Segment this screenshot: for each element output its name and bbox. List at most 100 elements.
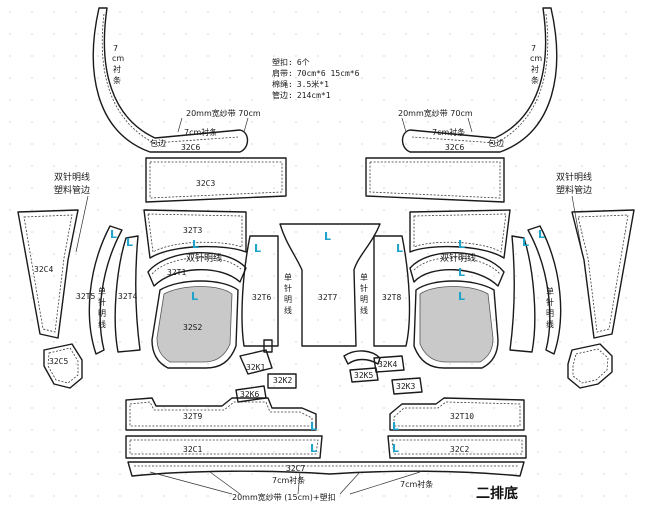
grid-dot bbox=[581, 385, 583, 387]
grid-dot bbox=[141, 363, 143, 365]
grid-dot bbox=[53, 451, 55, 453]
grid-dot bbox=[537, 99, 539, 101]
grid-dot bbox=[119, 253, 121, 255]
grid-dot bbox=[361, 473, 363, 475]
grid-dot bbox=[53, 55, 55, 57]
grid-dot bbox=[581, 495, 583, 497]
single-v3b: 明 bbox=[360, 295, 368, 304]
grid-dot bbox=[97, 209, 99, 211]
double-stitch-t1r: 双针明线 bbox=[440, 252, 476, 264]
grid-dot bbox=[31, 385, 33, 387]
grid-dot bbox=[449, 187, 451, 189]
grid-dot bbox=[493, 11, 495, 13]
piece-32T8: 32T8 L 单 针 明 线 bbox=[360, 235, 411, 347]
L-t5: L bbox=[110, 228, 117, 241]
single-stitch-far-right: 单 针 明 线 bbox=[546, 286, 554, 329]
grid-dot bbox=[405, 451, 407, 453]
grid-dot bbox=[405, 363, 407, 365]
svg-text:针: 针 bbox=[546, 297, 554, 307]
svg-text:线: 线 bbox=[98, 319, 106, 329]
grid-dot bbox=[515, 55, 517, 57]
grid-dot bbox=[53, 33, 55, 35]
grid-dot bbox=[559, 165, 561, 167]
grid-dot bbox=[75, 385, 77, 387]
grid-dot bbox=[163, 33, 165, 35]
piece-32C3-left: 32C3 bbox=[145, 157, 287, 203]
grid-dot bbox=[493, 495, 495, 497]
L-t1r: L bbox=[458, 266, 465, 279]
grid-dot bbox=[625, 11, 627, 13]
grid-dot bbox=[603, 143, 605, 145]
grid-dot bbox=[97, 341, 99, 343]
grid-dot bbox=[31, 253, 33, 255]
grid-dot bbox=[537, 275, 539, 277]
lining-v1: 7 bbox=[113, 44, 118, 53]
grid-dot bbox=[537, 451, 539, 453]
piece-32T9: 32T9 L bbox=[125, 397, 317, 433]
grid-dot bbox=[515, 407, 517, 409]
grid-dot bbox=[9, 121, 11, 123]
grid-dot bbox=[405, 297, 407, 299]
svg-text:单: 单 bbox=[284, 272, 292, 282]
grid-dot bbox=[559, 33, 561, 35]
grid-dot bbox=[9, 77, 11, 79]
grid-dot bbox=[471, 33, 473, 35]
grid-dot bbox=[185, 11, 187, 13]
grid-dot bbox=[251, 55, 253, 57]
label-32K3-a: 32K3 bbox=[396, 382, 415, 391]
svg-text:明: 明 bbox=[98, 309, 106, 318]
grid-dot bbox=[581, 407, 583, 409]
grid-dot bbox=[317, 165, 319, 167]
svg-text:cm: cm bbox=[530, 54, 542, 63]
grid-dot bbox=[625, 165, 627, 167]
grid-dot bbox=[405, 143, 407, 145]
grid-dot bbox=[339, 11, 341, 13]
label-32T6: 32T6 bbox=[252, 293, 271, 302]
lining-label-left: 7cm衬条 bbox=[184, 127, 217, 137]
svg-text:7: 7 bbox=[113, 44, 118, 53]
label-32T4: 32T4 bbox=[118, 292, 137, 301]
grid-dot bbox=[75, 55, 77, 57]
grid-dot bbox=[53, 143, 55, 145]
svg-text:衬: 衬 bbox=[531, 64, 539, 74]
grid-dot bbox=[493, 143, 495, 145]
grid-dot bbox=[383, 209, 385, 211]
grid-dot bbox=[9, 187, 11, 189]
grid-dot bbox=[361, 363, 363, 365]
grid-dot bbox=[97, 385, 99, 387]
grid-dot bbox=[295, 143, 297, 145]
grid-dot bbox=[317, 363, 319, 365]
grid-dot bbox=[97, 407, 99, 409]
grid-dot bbox=[493, 99, 495, 101]
grid-dot bbox=[515, 165, 517, 167]
svg-text:线: 线 bbox=[284, 305, 292, 315]
grid-dot bbox=[559, 473, 561, 475]
grid-dot bbox=[339, 143, 341, 145]
grid-dot bbox=[119, 165, 121, 167]
grid-dot bbox=[185, 143, 187, 145]
grid-dot bbox=[625, 363, 627, 365]
svg-text:塑扣:6个: 塑扣:6个 bbox=[272, 57, 310, 67]
grid-dot bbox=[317, 319, 319, 321]
grid-dot bbox=[515, 33, 517, 35]
svg-text:cm: cm bbox=[112, 54, 124, 63]
grid-dot bbox=[339, 495, 341, 497]
grid-dot bbox=[251, 33, 253, 35]
grid-dot bbox=[251, 121, 253, 123]
grid-dot bbox=[229, 231, 231, 233]
grid-dot bbox=[31, 33, 33, 35]
grid-dot bbox=[603, 473, 605, 475]
grid-dot bbox=[9, 429, 11, 431]
grid-dot bbox=[273, 77, 275, 79]
grid-dot bbox=[31, 319, 33, 321]
grid-dot bbox=[9, 385, 11, 387]
grid-dot bbox=[537, 319, 539, 321]
grid-dot bbox=[317, 429, 319, 431]
grid-dot bbox=[229, 99, 231, 101]
grid-dot bbox=[537, 407, 539, 409]
grid-dot bbox=[273, 253, 275, 255]
grid-dot bbox=[119, 385, 121, 387]
grid-dot bbox=[75, 363, 77, 365]
grid-dot bbox=[449, 33, 451, 35]
